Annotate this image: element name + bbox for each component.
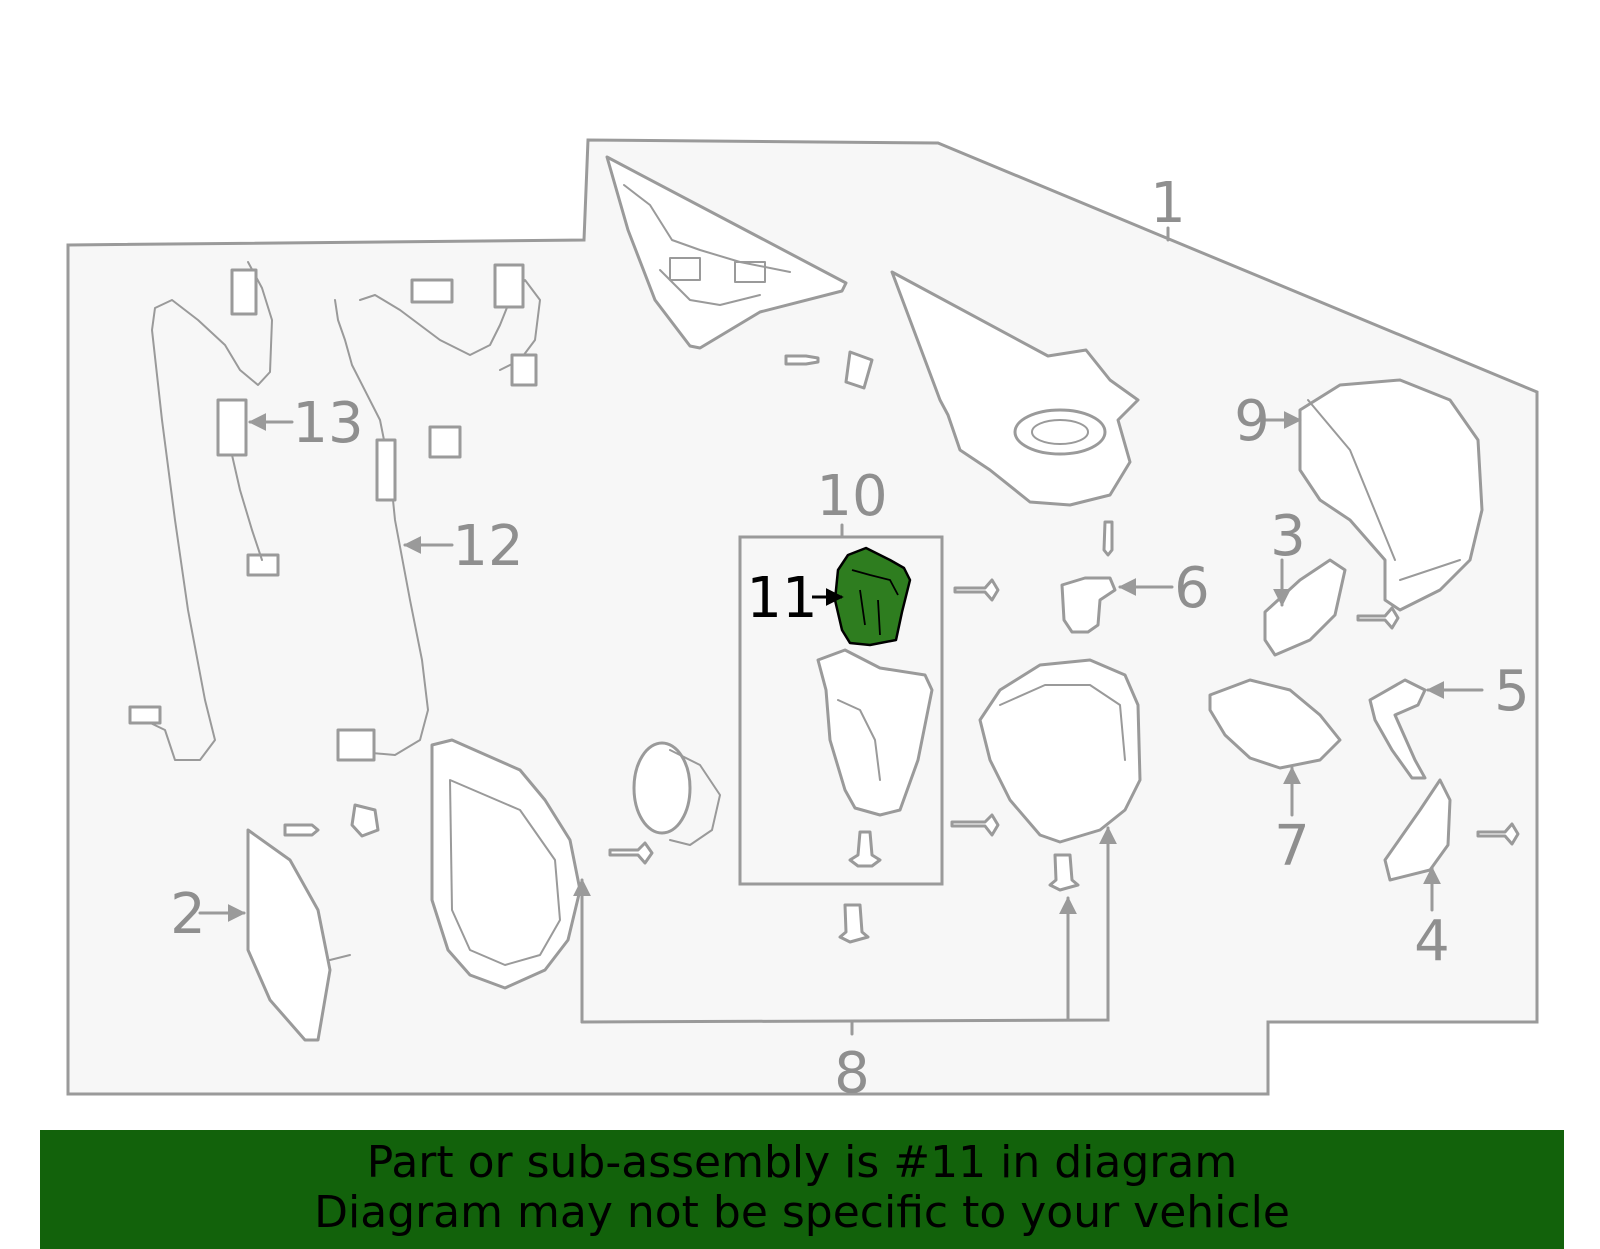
callout-1: 1 (1150, 171, 1186, 236)
callout-3: 3 (1270, 504, 1306, 569)
wire-harness-13 (128, 261, 280, 761)
part-3-signal-lamp (1263, 558, 1347, 657)
leader-arrows (198, 411, 1484, 922)
mirror-base-bracket (605, 155, 848, 350)
part-6-clip (1060, 576, 1117, 634)
part-5-bracket (1368, 678, 1427, 780)
callout-5: 5 (1494, 659, 1530, 724)
callout-8: 8 (834, 1041, 870, 1106)
callout-13: 13 (292, 391, 363, 456)
mirror-glass (246, 803, 380, 1042)
callout-11: 11 (746, 566, 817, 631)
part-8-leader (580, 828, 1110, 1036)
part-9-mirror-cover (1298, 378, 1484, 612)
mirror-housing-frame (890, 270, 1140, 507)
screws (608, 520, 1520, 944)
mirror-actuator-bracket (816, 648, 934, 868)
small-screw-top (784, 350, 874, 390)
callout-4: 4 (1414, 909, 1450, 974)
callout-2: 2 (170, 882, 206, 947)
callout-9: 9 (1234, 389, 1270, 454)
callout-6: 6 (1174, 556, 1210, 621)
part-7-lower-trim (1208, 678, 1342, 770)
callout-10: 10 (816, 464, 887, 529)
banner-line-part: Part or sub-assembly is #11 in diagram (366, 1137, 1238, 1188)
mirror-backing-plate (430, 738, 721, 990)
part-4-signal-lens (1383, 778, 1452, 882)
highlighted-part-11 (833, 546, 912, 647)
banner-line-disclaimer: Diagram may not be specific to your vehi… (314, 1187, 1290, 1238)
info-banner: Part or sub-assembly is #11 in diagram D… (40, 1130, 1564, 1249)
callout-12: 12 (452, 514, 523, 579)
wire-harness-12 (334, 263, 541, 762)
mirror-lower-shell (978, 658, 1142, 844)
callout-7: 7 (1274, 814, 1310, 879)
